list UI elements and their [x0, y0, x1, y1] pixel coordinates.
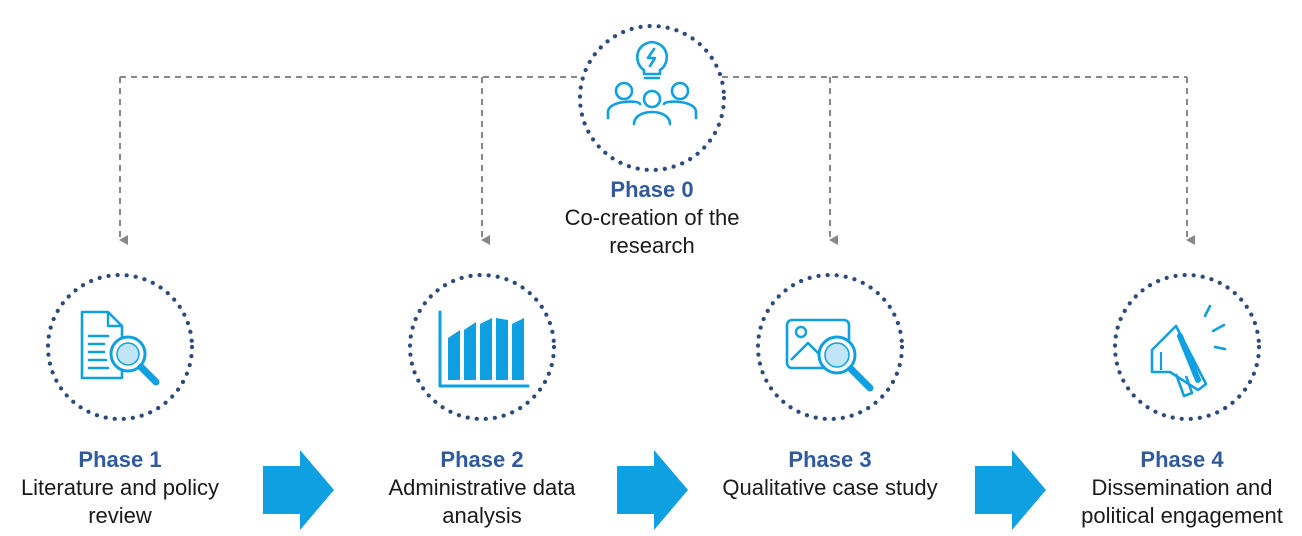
document-search-icon: [80, 310, 160, 386]
phase2-desc-line1: Administrative data: [388, 475, 576, 500]
phase0-desc-line2: research: [609, 233, 695, 258]
phase1-circle: [45, 272, 195, 422]
phase2-title: Phase 2: [440, 447, 524, 472]
phase1-desc-line1: Literature and policy: [20, 475, 220, 500]
phase2-label: Phase 2 Administrative data analysis: [362, 446, 602, 530]
phase0-label: Phase 0 Co-creation of the research: [527, 176, 777, 260]
image-search-icon: [785, 318, 874, 392]
phase3-circle: [755, 272, 905, 422]
phase1-label: Phase 1 Literature and policy review: [0, 446, 240, 530]
phase4-desc-line2: political engagement: [1081, 503, 1283, 528]
connector-lines: [119, 76, 1195, 245]
megaphone-icon: [1150, 304, 1227, 398]
phase4-label: Phase 4 Dissemination and political enga…: [1062, 446, 1302, 530]
phase-circles: [45, 23, 1262, 422]
phase3-title: Phase 3: [788, 447, 872, 472]
phase2-circle: [407, 272, 557, 422]
arrow-phase3-to-phase4: [975, 450, 1046, 530]
phase0-desc-line1: Co-creation of the: [564, 205, 740, 230]
arrow-phase2-to-phase3: [617, 450, 688, 530]
phase4-circle: [1112, 272, 1262, 422]
phase0-title: Phase 0: [610, 177, 694, 202]
arrow-phase1-to-phase2: [263, 450, 334, 530]
phase2-desc-line2: analysis: [442, 503, 522, 528]
phase1-title: Phase 1: [78, 447, 162, 472]
phase1-desc-line2: review: [88, 503, 152, 528]
phase4-desc-line1: Dissemination and: [1091, 475, 1273, 500]
phase0-circle: [577, 23, 727, 173]
team-idea-icon: [606, 40, 698, 126]
process-arrows: [263, 450, 1046, 530]
bar-chart-icon: [438, 310, 530, 388]
phase3-desc-line1: Qualitative case study: [722, 475, 938, 500]
phase4-title: Phase 4: [1140, 447, 1224, 472]
phase3-label: Phase 3 Qualitative case study: [700, 446, 960, 502]
